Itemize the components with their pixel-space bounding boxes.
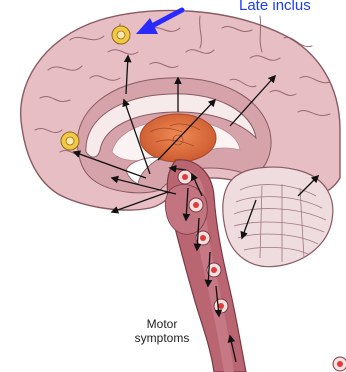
motor-label-line1: Motor: [122, 317, 202, 331]
thalamus: [140, 114, 216, 162]
motor-label-line2: symptoms: [122, 331, 202, 345]
motor-symptoms-label: Motor symptoms: [122, 317, 202, 345]
cerebellum: [223, 167, 333, 267]
